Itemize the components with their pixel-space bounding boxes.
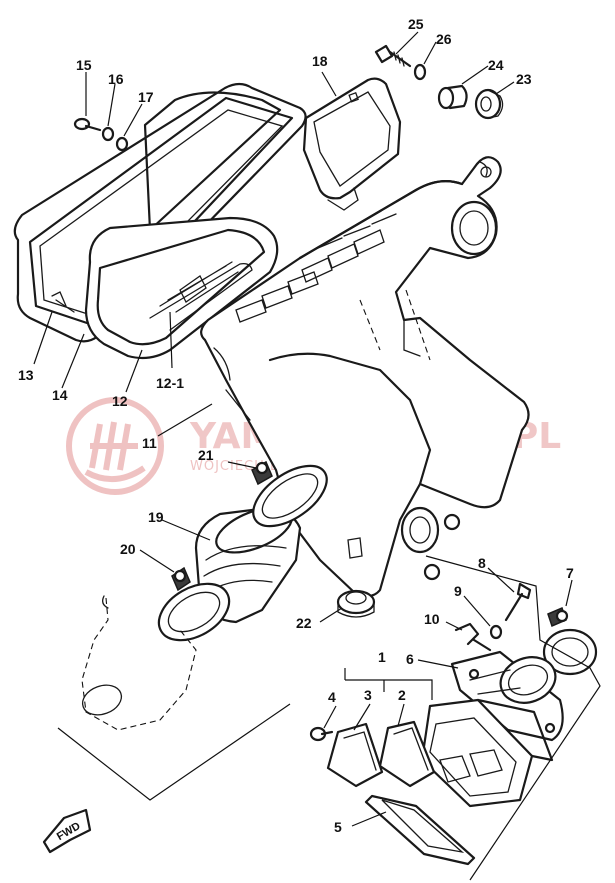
- callout-10: 10: [424, 611, 440, 627]
- bolt-8: [504, 582, 532, 622]
- duct-cap: [302, 77, 402, 211]
- gasket-5: [364, 794, 476, 866]
- washer-9: [489, 624, 503, 640]
- top-right-hardware: [374, 44, 504, 120]
- callout-18: 18: [312, 53, 328, 69]
- callout-2: 2: [398, 687, 406, 703]
- callout-3: 3: [364, 687, 372, 703]
- clamp-21: [251, 460, 328, 528]
- callout-12-1: 12-1: [156, 375, 184, 391]
- callout-23: 23: [516, 71, 532, 87]
- callout-12: 12: [112, 393, 128, 409]
- fwd-direction-marker: FWD: [42, 808, 92, 854]
- bolt-25: [374, 44, 412, 68]
- callout-25: 25: [408, 16, 424, 32]
- screw-15: [73, 117, 102, 132]
- callout-13: 13: [18, 367, 34, 383]
- callout-22: 22: [296, 615, 312, 631]
- clamp-7: [542, 606, 598, 676]
- screw-4: [309, 726, 334, 742]
- callout-24: 24: [488, 57, 504, 73]
- callout-16: 16: [108, 71, 124, 87]
- callout-1: 1: [378, 649, 386, 665]
- leader-lines: [33, 31, 573, 827]
- top-left-hardware: [73, 117, 129, 152]
- callout-4: 4: [328, 689, 336, 705]
- callout-19: 19: [148, 509, 164, 525]
- callout-11: 11: [142, 435, 157, 451]
- callout-6: 6: [406, 651, 414, 667]
- callout-9: 9: [454, 583, 462, 599]
- callout-8: 8: [478, 555, 486, 571]
- washer-26: [413, 63, 427, 81]
- callout-5: 5: [334, 819, 342, 835]
- grommet-22: [336, 589, 376, 618]
- washer-17: [115, 136, 129, 152]
- manifold-6: [450, 650, 564, 742]
- washer-16: [101, 126, 115, 142]
- bracket-group-1: [344, 668, 433, 700]
- air-filter-element: [84, 216, 279, 360]
- stopper-plate-3: [326, 722, 384, 788]
- clip-10: [454, 622, 492, 652]
- callout-15: 15: [76, 57, 92, 73]
- callouts: 25 26 24 23 18 15 16 17 13 14 12 12-1 11…: [18, 16, 574, 835]
- callout-21: 21: [198, 447, 214, 463]
- callout-7: 7: [566, 565, 574, 581]
- callout-20: 20: [120, 541, 136, 557]
- collar-24: [437, 84, 468, 110]
- callout-17: 17: [138, 89, 154, 105]
- carburetor-group-bracket: [57, 703, 291, 801]
- reed-valve-group: [309, 555, 601, 881]
- reed-petal-2: [378, 720, 436, 788]
- callout-14: 14: [52, 387, 68, 403]
- carburetor-ghost: [81, 595, 197, 731]
- grommet-23: [474, 88, 504, 120]
- clamp-20: [157, 566, 231, 642]
- callout-26: 26: [436, 31, 452, 47]
- yamaha-tuning-fork-logo-icon: [66, 397, 164, 495]
